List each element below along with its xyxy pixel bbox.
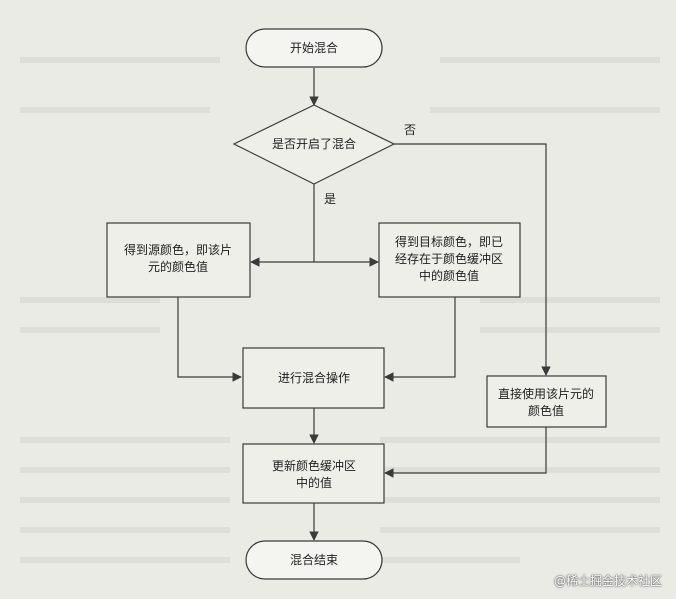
node-update-line-2: 中的值 xyxy=(296,475,332,490)
node-direct: 直接使用该片元的 颜色值 xyxy=(486,375,607,428)
scan-background xyxy=(20,57,660,563)
edge-dest-to-blend xyxy=(384,297,456,382)
node-start: 开始混合 xyxy=(245,28,383,68)
node-dest-color-line-3: 中的颜色值 xyxy=(419,268,479,283)
node-decision: 是否开启了混合 xyxy=(232,104,396,185)
edge-yes-label: 是 xyxy=(324,192,336,206)
node-update: 更新颜色缓冲区 中的值 xyxy=(242,443,385,504)
node-dest-color-line-2: 经存在于颜色缓冲区 xyxy=(395,251,503,266)
node-direct-line-2: 颜色值 xyxy=(528,403,564,418)
node-source-color-line-1: 得到源颜色，即该片 xyxy=(124,242,232,257)
edges xyxy=(177,68,551,541)
node-blend-label: 进行混合操作 xyxy=(278,370,350,385)
edge-decision-no xyxy=(394,143,551,376)
node-end: 混合结束 xyxy=(245,540,383,580)
node-direct-line-1: 直接使用该片元的 xyxy=(498,386,594,401)
edge-no-label: 否 xyxy=(404,123,416,137)
edge-direct-to-update xyxy=(384,427,547,478)
node-blend: 进行混合操作 xyxy=(242,347,385,409)
node-end-label: 混合结束 xyxy=(290,552,338,567)
node-dest-color: 得到目标颜色，即已 经存在于颜色缓冲区 中的颜色值 xyxy=(378,222,521,298)
node-update-line-1: 更新颜色缓冲区 xyxy=(272,458,356,473)
node-decision-label: 是否开启了混合 xyxy=(272,136,356,151)
watermark: @稀土掘金技术社区 xyxy=(553,574,662,588)
node-start-label: 开始混合 xyxy=(290,40,338,55)
node-source-color: 得到源颜色，即该片 元的颜色值 xyxy=(106,222,251,298)
node-dest-color-line-1: 得到目标颜色，即已 xyxy=(395,234,503,249)
node-source-color-line-2: 元的颜色值 xyxy=(148,259,208,274)
edge-source-to-blend xyxy=(177,297,242,382)
